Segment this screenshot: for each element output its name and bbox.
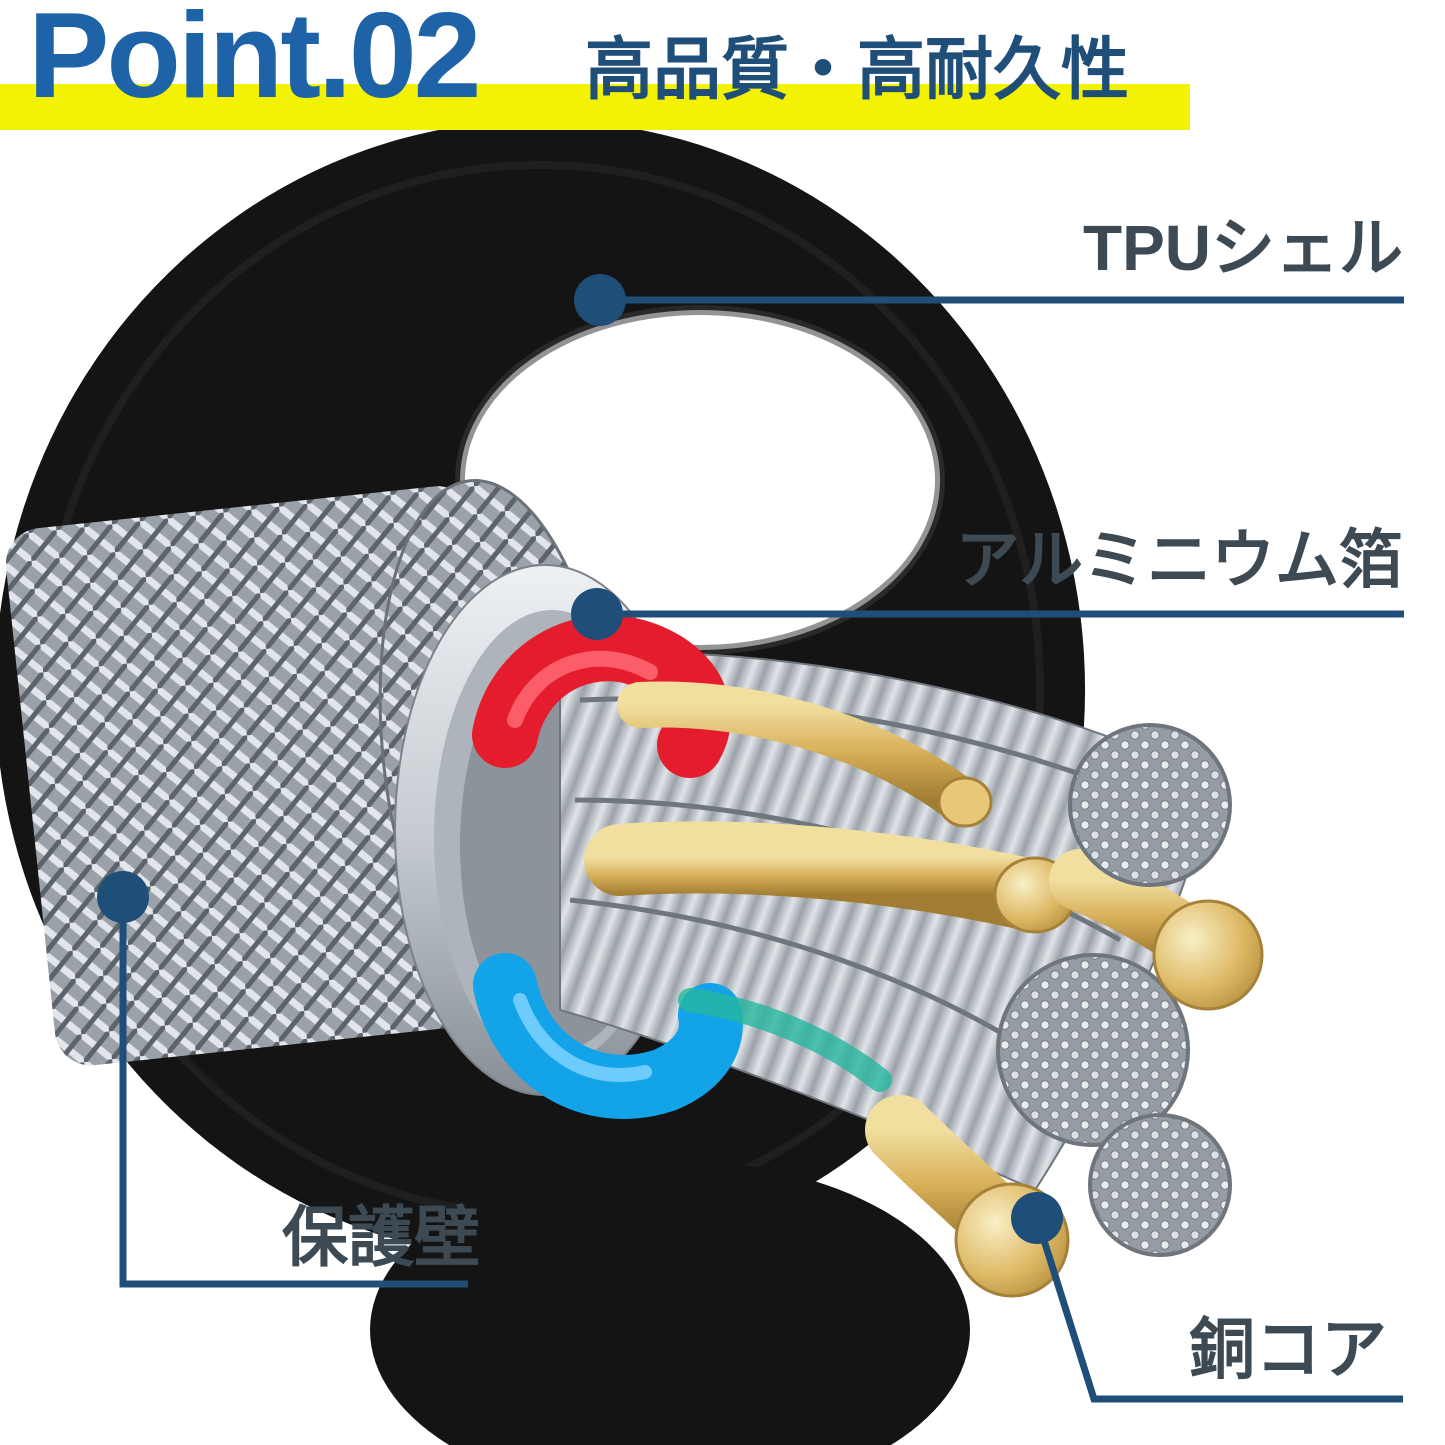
- yellow-highlight-bar: [0, 84, 1190, 130]
- copper-core-upper-shape: [617, 681, 993, 828]
- point-number-title: Point.02: [28, 0, 482, 123]
- callout-label-protective-wall: 保護壁: [282, 1200, 480, 1274]
- header-subtitle: 高品質・高耐久性: [585, 32, 1130, 108]
- callout-label-copper-core: 銅コア: [1189, 1312, 1387, 1386]
- callout-label-tpu-shell: TPUシェル: [1083, 212, 1403, 284]
- callout-label-aluminum-foil: アルミニウム箔: [955, 524, 1403, 596]
- blue-wire-shape: [473, 953, 892, 1119]
